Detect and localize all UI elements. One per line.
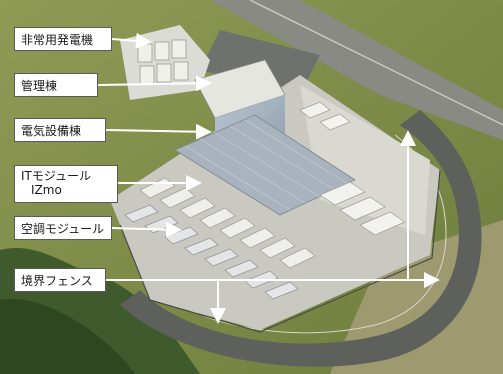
callout-boundary-fence: 境界フェンス: [14, 268, 106, 292]
fence-line: [119, 169, 441, 333]
callout-text: 空調モジュール: [21, 222, 105, 236]
callout-text-line2: IZmo: [31, 183, 62, 197]
road-top-line: [249, 0, 503, 126]
road-top: [210, 0, 503, 140]
callout-hvac-module: 空調モジュール: [14, 216, 112, 240]
callout-text-line1: ITモジュール: [21, 169, 92, 183]
callout-it-module: ITモジュール IZmo: [14, 165, 118, 203]
it-modules: [139, 177, 316, 269]
callout-text: 管理棟: [21, 79, 58, 93]
perimeter-road: [120, 110, 482, 367]
roof-ribs: [184, 119, 349, 211]
forest-dark: [0, 299, 135, 374]
right-modules: [299, 101, 406, 236]
callout-text: 境界フェンス: [21, 274, 93, 288]
electrical-building-roof: [174, 114, 356, 216]
callout-electrical-building: 電気設備棟: [14, 118, 106, 142]
callout-text: 非常用発電機: [21, 33, 94, 47]
callout-emergency-generator: 非常用発電機: [14, 27, 112, 51]
callout-text: 電気設備棟: [21, 124, 82, 138]
callout-management-building: 管理棟: [14, 73, 98, 97]
